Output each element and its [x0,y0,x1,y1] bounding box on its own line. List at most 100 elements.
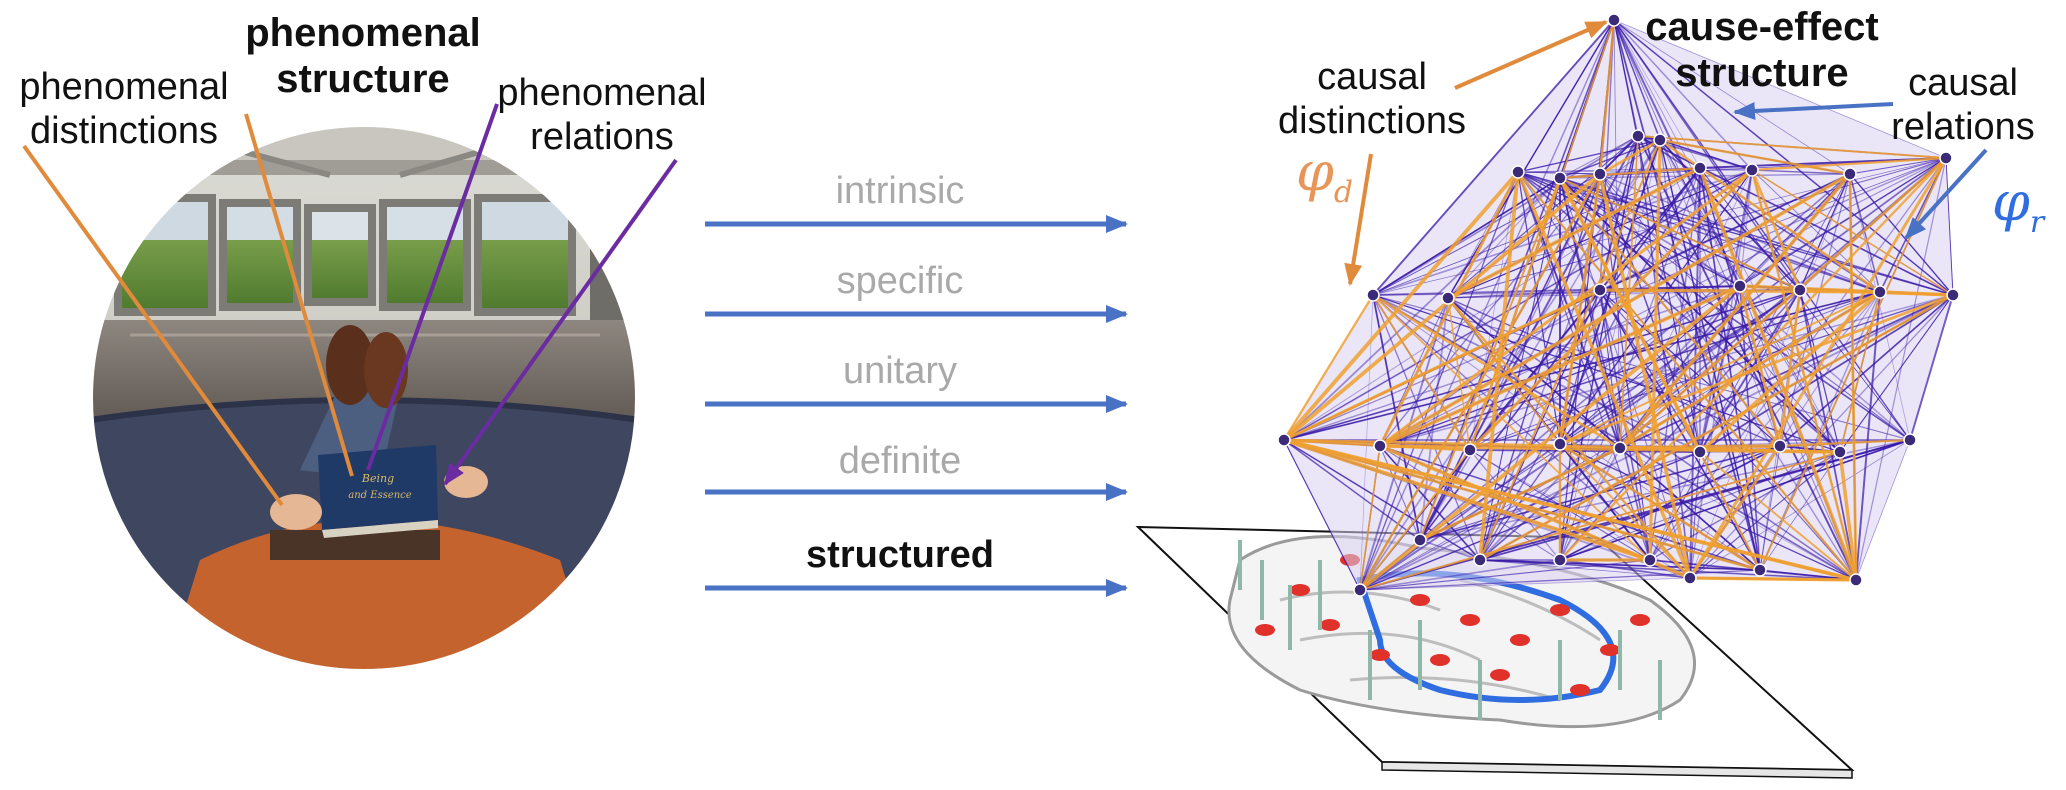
relation-edge [1359,577,1691,591]
relation-edge [1372,19,1615,296]
mechanism-node [1745,163,1759,177]
mechanism-node [1553,437,1567,451]
relation-edge [1447,135,1639,299]
distinction-edge [1698,167,1858,581]
phenomenal-relations-line2: relations [530,115,674,158]
causal-distinctions-line2: distinctions [1278,99,1466,142]
relation-edge [1559,439,1911,561]
mechanism-node [1939,151,1953,165]
relation-edge [1283,291,1881,441]
relation-edge [1559,443,1857,581]
mechanism-node [1593,283,1607,297]
relation-edge [1517,171,1621,449]
distinction-edge [1838,451,1858,581]
phenomenal-structure-line2: structure [276,57,450,101]
phenomenal-distinctions-label: phenomenal distinctions [14,66,234,153]
relation-edge [1419,135,1639,541]
distinction-edge [1779,438,1911,448]
mechanism-node [1903,433,1917,447]
cause-effect-structure-line2: structure [1675,51,1849,95]
relation-edge [1379,294,1954,447]
phi-r-pointer [1904,148,1988,240]
relation-edge [1613,19,1621,449]
relation-edge [1559,177,1741,287]
distinction-edge [1359,449,1471,591]
mechanism-node [1693,445,1707,459]
relation-edge [1613,19,1947,159]
phi-d-subscript: d [1333,174,1354,210]
distinction-edge [1778,289,1802,447]
relation-edge [1469,157,1947,451]
phi-d-pointer [1344,153,1373,286]
distinction-edge [1479,293,1954,562]
relation-edge [1945,157,1954,296]
relation-edge [1479,135,1639,561]
distinction-edge [1559,177,1781,447]
relation-edge [1849,173,1954,296]
distinction-edge [1559,291,1881,445]
relation-edge [1479,169,1753,561]
relation-edge [1799,289,1857,581]
relation-edge [1849,173,1911,441]
relation-edge [1447,19,1615,299]
phenomenal-distinctions-line1: phenomenal [19,66,229,108]
relation-edge [1739,173,1851,287]
relation-edge [1447,169,1753,299]
relation-edge [1283,439,1481,561]
mechanism-node [1753,563,1767,577]
distinction-edge [1282,172,1602,442]
relation-edge [1613,19,1761,571]
relation-edge [1637,135,1881,293]
relation-edge [1419,539,1481,561]
relation-edge [1599,173,1857,581]
mechanism-node [1849,573,1863,587]
relation-edge [1419,19,1615,541]
mechanism-node [1373,439,1387,453]
relation-edge [1359,19,1615,591]
book: Being and Essence [318,445,438,538]
relation-edge [1372,294,1481,561]
phi-r-symbol: φr [1992,170,2044,240]
distinction-edge [1379,284,1741,448]
causal-distinctions-label: causal distinctions [1262,56,1482,143]
distinction-edge [1358,173,1602,591]
mechanism-node [1413,533,1427,547]
mechanism-node [1511,165,1525,179]
relation-edge [1613,19,1661,141]
relation-edge [1419,135,1639,541]
causal-relations-line2: relations [1891,105,2035,148]
distinction-edge [1372,293,1621,450]
relation-edge [1469,173,1601,451]
distinction-edge [1478,171,1520,561]
relation-edge [1283,439,1361,591]
distinction-edge [1699,451,1857,581]
relation-edge [1751,169,1881,293]
relation-edge [1613,19,1753,171]
relation-edge [1613,19,1954,296]
relation-edge [1372,135,1639,296]
relation-edge [1613,19,1639,137]
distinction-edge [1468,177,1562,451]
relation-edge [1479,157,1947,561]
relation-edge [1559,177,1881,293]
distinction-edge [1517,171,1857,581]
relation-edge [1517,171,1561,445]
distinction-edge [1738,285,1782,447]
distinction-edge [1619,290,1881,450]
distinction-edge [1599,138,1661,176]
relation-edge [1855,439,1911,581]
mechanism-node [1733,279,1747,293]
distinction-edge [1419,446,1621,542]
relation-edge [1283,289,1801,441]
distinction-edge [1372,294,1471,451]
distinction-edge [1379,168,1753,448]
relation-edge [1283,285,1741,441]
distinction-edge [1516,171,1692,579]
relation-edge [1739,285,1761,571]
distinction-edge [1447,297,1471,451]
mechanism-node [1693,161,1707,175]
causal-relations-pointer [1733,102,1894,120]
phi-r-letter: φ [1992,170,2030,233]
causal-distinctions-pointer-top [1454,20,1608,90]
relation-edge [1855,291,1881,581]
